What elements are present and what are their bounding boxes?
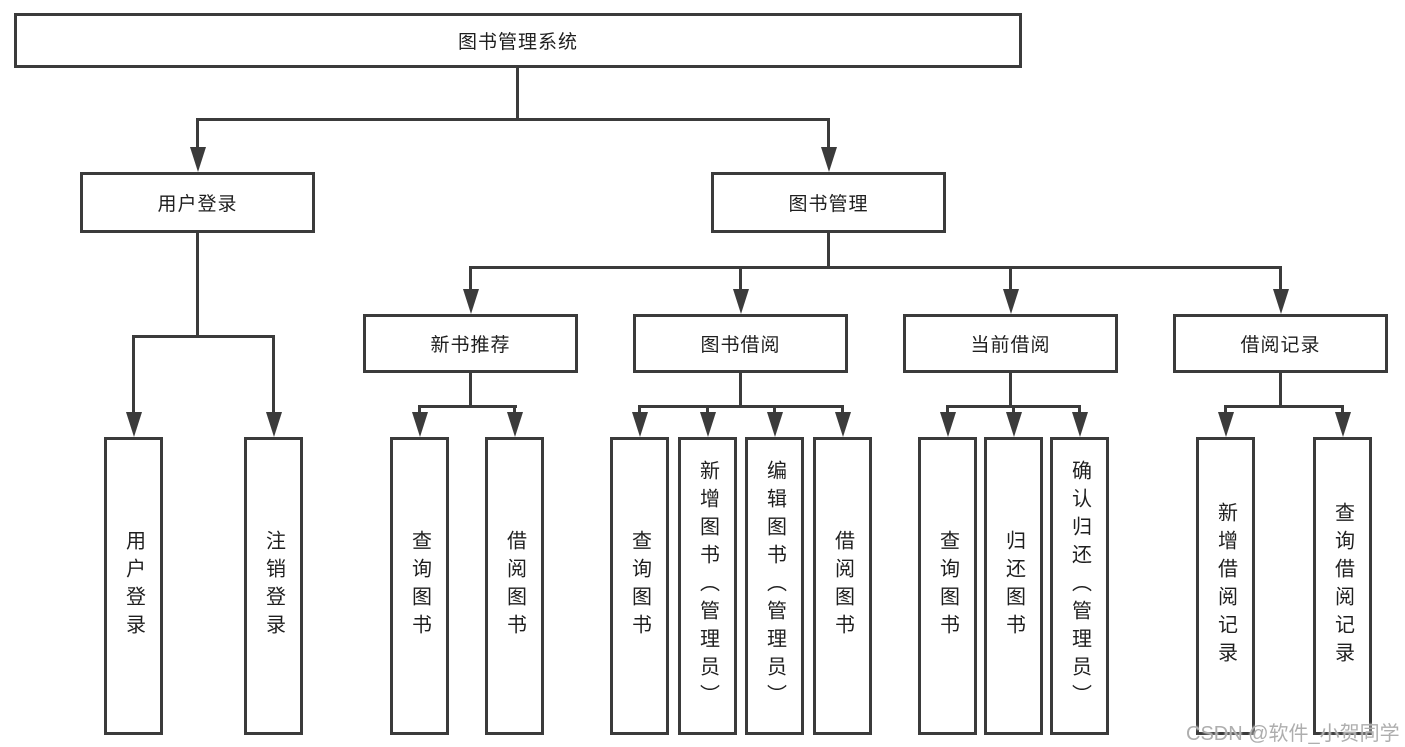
connector-line [946,405,949,417]
connector-line [513,405,516,417]
node-label: 图书管理 [788,194,869,215]
connector-line [272,335,275,417]
node-label: 新书推荐 [430,335,511,356]
arrow-down-icon [632,412,648,437]
node-borrowing-records: 借阅记录 [1173,314,1388,373]
connector-line [739,373,742,408]
node-query-books-borrowing: 查询图书 [610,437,669,735]
connector-line [1279,373,1282,408]
connector-line [638,405,844,408]
connector-line [516,68,519,121]
node-label: 新增图书（管理员） [696,460,719,712]
node-edit-book-admin: 编辑图书（管理员） [745,437,804,735]
csdn-watermark: CSDN @软件_小贺同学 [1186,723,1400,745]
node-borrow-books-recommend: 借阅图书 [485,437,544,735]
connector-line [1009,266,1012,293]
node-user-login: 用户登录 [80,172,315,233]
arrow-down-icon [1006,412,1022,437]
node-label: 确认归还（管理员） [1068,460,1091,712]
arrow-down-icon [1003,289,1019,314]
node-add-book-admin: 新增图书（管理员） [678,437,737,735]
connector-line [1279,266,1282,293]
node-confirm-return-admin: 确认归还（管理员） [1050,437,1109,735]
node-logout-leaf: 注销登录 [244,437,303,735]
node-new-book-recommendation: 新书推荐 [363,314,578,373]
connector-line [469,373,472,408]
node-label: 当前借阅 [970,335,1051,356]
connector-line [418,405,421,417]
connector-line [196,118,830,121]
connector-line [638,405,641,417]
connector-line [1009,373,1012,408]
node-query-borrow-record: 查询借阅记录 [1313,437,1372,735]
arrow-down-icon [835,412,851,437]
arrow-down-icon [412,412,428,437]
arrow-down-icon [1072,412,1088,437]
node-borrow-books-borrowing: 借阅图书 [813,437,872,735]
arrow-down-icon [767,412,783,437]
node-label: 图书管理系统 [457,32,578,53]
arrow-down-icon [700,412,716,437]
node-library-system: 图书管理系统 [14,13,1022,68]
arrow-down-icon [190,147,206,172]
connector-line [469,266,1282,269]
connector-line [773,405,776,417]
connector-line [469,266,472,293]
connector-line [1224,405,1344,408]
connector-line [739,266,742,293]
connector-line [132,335,275,338]
connector-line [827,233,830,269]
arrow-down-icon [1335,412,1351,437]
node-label: 查询图书 [936,530,959,642]
node-label: 借阅图书 [831,530,854,642]
node-return-books: 归还图书 [984,437,1043,735]
node-label: 查询图书 [628,530,651,642]
arrow-down-icon [940,412,956,437]
connector-line [196,233,199,337]
arrow-down-icon [821,147,837,172]
node-book-management: 图书管理 [711,172,946,233]
arrow-down-icon [1218,412,1234,437]
node-current-borrowing: 当前借阅 [903,314,1118,373]
node-label: 图书借阅 [700,335,781,356]
node-user-login-leaf: 用户登录 [104,437,163,735]
node-label: 查询图书 [408,530,431,642]
node-query-books-current: 查询图书 [918,437,977,735]
node-book-borrowing: 图书借阅 [633,314,848,373]
node-label: 归还图书 [1002,530,1025,642]
node-label: 借阅图书 [503,530,526,642]
node-label: 新增借阅记录 [1214,502,1237,670]
node-label: 注销登录 [262,530,285,642]
node-label: 借阅记录 [1240,335,1321,356]
arrow-down-icon [733,289,749,314]
connector-line [841,405,844,417]
arrow-down-icon [1273,289,1289,314]
connector-line [196,118,199,154]
arrow-down-icon [126,412,142,437]
node-label: 用户登录 [122,530,145,642]
connector-line [1078,405,1081,417]
node-query-books-recommend: 查询图书 [390,437,449,735]
connector-line [827,118,830,154]
arrow-down-icon [507,412,523,437]
connector-line [706,405,709,417]
arrow-down-icon [463,289,479,314]
connector-line [418,405,517,408]
connector-line [1012,405,1015,417]
connector-line [132,335,135,417]
node-add-borrow-record: 新增借阅记录 [1196,437,1255,735]
connector-line [1224,405,1227,417]
connector-line [1341,405,1344,417]
node-label: 编辑图书（管理员） [763,460,786,712]
node-label: 查询借阅记录 [1331,502,1354,670]
arrow-down-icon [266,412,282,437]
node-label: 用户登录 [157,194,238,215]
